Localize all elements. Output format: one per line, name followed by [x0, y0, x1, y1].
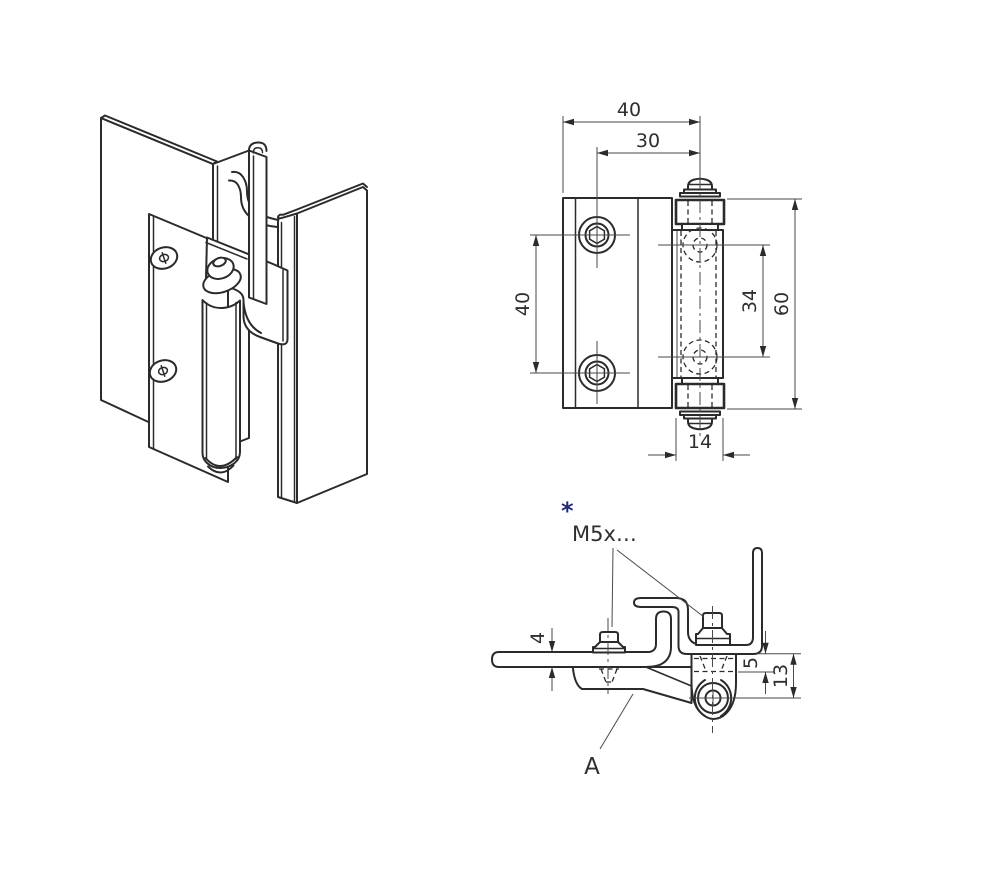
dim-pivot-depth: 13	[770, 664, 792, 688]
side-screw-right	[695, 606, 731, 733]
dim-total-height: 60	[771, 292, 793, 316]
dim-sheet-thickness: 4	[527, 632, 549, 644]
front-dimensions: 40 30 40 34 60 14	[512, 99, 802, 461]
side-screw-left	[592, 618, 626, 694]
dim-hole-spacing-vertical: 40	[512, 292, 534, 316]
leaf-screw-bottom	[148, 359, 178, 383]
front-view: 40 30 40 34 60 14	[512, 99, 802, 461]
knuckle-housing	[690, 653, 737, 721]
detail-label-a: A	[584, 754, 600, 780]
hinge-barrel	[201, 299, 241, 474]
frame-profile-section	[633, 547, 763, 655]
door-sheet-section	[491, 610, 672, 668]
pin-cap	[202, 256, 242, 295]
door-hook-strip	[247, 141, 268, 305]
hinge-arm	[572, 666, 693, 704]
side-annotations: * M5x… 4 5 13 A	[527, 497, 801, 780]
front-screw-top	[530, 147, 630, 268]
leaf-screw-top	[149, 246, 179, 270]
dim-flange-offset: 5	[740, 657, 762, 669]
front-barrel	[658, 116, 770, 436]
frame-panel	[277, 182, 368, 504]
thread-size-note: M5x…	[572, 522, 637, 546]
dim-knuckle-hole-spacing: 34	[739, 289, 761, 313]
dim-barrel-width: 14	[688, 431, 712, 453]
side-view: * M5x… 4 5 13 A	[491, 497, 801, 780]
dim-hole-spacing-horizontal: 30	[636, 130, 660, 152]
dim-total-width: 40	[617, 99, 641, 121]
front-screw-bottom	[530, 341, 630, 404]
isometric-view	[100, 114, 368, 504]
thread-note-marker: *	[561, 497, 574, 525]
